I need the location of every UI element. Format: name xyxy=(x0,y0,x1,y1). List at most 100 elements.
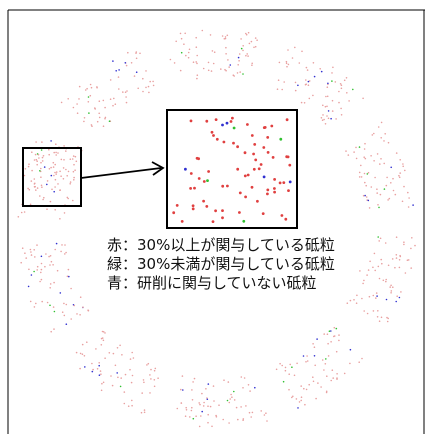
ring-grain xyxy=(225,69,227,72)
ring-grain xyxy=(326,375,328,378)
ring-grain xyxy=(184,32,186,35)
ring-grain xyxy=(385,298,388,301)
ring-grain xyxy=(48,168,51,170)
ring-grain xyxy=(394,193,397,196)
ring-grain xyxy=(404,272,407,274)
ring-grain xyxy=(287,49,289,51)
ring-grain xyxy=(402,163,404,165)
ring-grain xyxy=(378,206,380,209)
ring-grain xyxy=(319,68,322,70)
ring-grain xyxy=(316,338,318,340)
ring-grain xyxy=(109,79,112,81)
ring-grain xyxy=(92,368,94,371)
ring-grain xyxy=(395,300,398,303)
ring-grain xyxy=(375,297,377,299)
ring-grain xyxy=(201,29,204,32)
ring-grain xyxy=(116,372,118,374)
ring-grain xyxy=(43,166,46,168)
ring-grain xyxy=(348,100,350,102)
ring-grain xyxy=(396,295,399,298)
ring-grain xyxy=(379,163,381,165)
ring-grain xyxy=(308,80,311,82)
ring-grain xyxy=(243,377,246,379)
ring-grain xyxy=(326,95,329,98)
ring-grain xyxy=(206,398,209,401)
wheel-ring-grains xyxy=(17,29,416,428)
ring-grain xyxy=(295,398,298,400)
ring-grain xyxy=(30,254,33,256)
ring-grain xyxy=(98,362,100,364)
ring-grain xyxy=(360,176,363,178)
ring-grain xyxy=(320,70,323,73)
ring-grain xyxy=(90,124,93,126)
ring-grain xyxy=(247,55,249,57)
ring-grain xyxy=(218,404,220,407)
ring-grain xyxy=(306,360,309,362)
ring-grain xyxy=(282,380,285,383)
ring-grain xyxy=(67,268,70,271)
ring-grain xyxy=(363,310,366,312)
ring-grain xyxy=(355,302,358,305)
ring-grain xyxy=(72,170,75,173)
ring-grain xyxy=(411,237,413,239)
ring-grain xyxy=(184,415,187,418)
ring-grain xyxy=(48,148,50,151)
ring-grain xyxy=(376,295,378,297)
ring-grain xyxy=(53,190,55,193)
ring-grain xyxy=(363,156,366,158)
selection-grain xyxy=(28,163,30,165)
ring-grain xyxy=(91,362,93,365)
zoom-grain xyxy=(246,123,249,126)
zoom-grain xyxy=(221,209,224,213)
ring-grain xyxy=(229,64,232,66)
ring-grain xyxy=(188,48,191,51)
ring-grain xyxy=(378,277,381,280)
ring-grain xyxy=(227,381,230,383)
ring-grain xyxy=(102,125,105,127)
ring-grain xyxy=(235,406,238,409)
ring-grain xyxy=(34,256,36,258)
ring-grain xyxy=(76,313,78,315)
ring-grain xyxy=(49,283,52,285)
selection-grain xyxy=(41,156,44,159)
ring-grain xyxy=(153,379,156,381)
ring-grain xyxy=(300,399,303,402)
ring-grain xyxy=(249,390,251,392)
selection-grain xyxy=(31,151,33,153)
ring-grain xyxy=(402,165,405,168)
zoom-grain xyxy=(282,181,286,185)
zoom-grain xyxy=(244,195,248,199)
ring-grain xyxy=(222,418,224,421)
zoom-grain xyxy=(184,167,187,171)
legend-blue: 青：研削に関与していない砥粒 xyxy=(107,274,317,292)
selection-box-grains xyxy=(27,151,78,203)
ring-grain xyxy=(251,64,253,66)
ring-grain xyxy=(392,189,395,192)
ring-grain xyxy=(384,133,387,135)
ring-grain xyxy=(320,386,322,388)
ring-grain xyxy=(313,75,316,78)
ring-grain xyxy=(98,112,100,115)
ring-grain xyxy=(112,104,114,107)
ring-grain xyxy=(195,415,197,418)
ring-grain xyxy=(233,75,235,77)
ring-grain xyxy=(74,155,77,158)
zoom-grain xyxy=(238,191,242,195)
ring-grain xyxy=(281,364,284,367)
ring-grain xyxy=(54,248,56,251)
ring-grain xyxy=(54,178,57,181)
ring-grain xyxy=(20,261,23,264)
ring-grain xyxy=(195,61,197,63)
ring-grain xyxy=(291,366,293,369)
ring-grain xyxy=(331,369,334,372)
selection-grain xyxy=(54,186,56,188)
ring-grain xyxy=(294,46,296,49)
selection-grain xyxy=(52,166,55,168)
ring-grain xyxy=(383,162,386,165)
ring-grain xyxy=(361,357,363,360)
ring-grain xyxy=(374,176,376,179)
ring-grain xyxy=(79,367,81,370)
ring-grain xyxy=(233,390,235,393)
selection-grain xyxy=(33,185,36,188)
ring-grain xyxy=(251,411,254,414)
